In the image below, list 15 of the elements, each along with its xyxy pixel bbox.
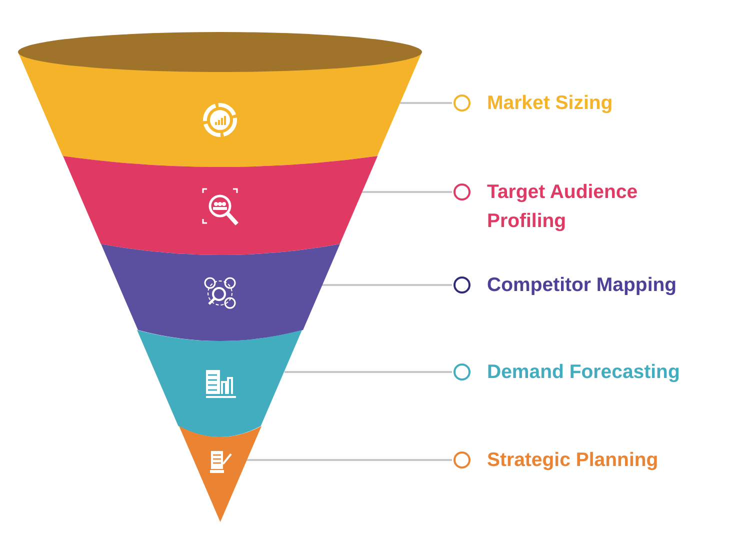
funnel-band [178,426,262,522]
stage-label: Demand Forecasting [487,360,681,385]
funnel-band [62,156,378,255]
leader-line [246,459,452,461]
leader-line [362,191,452,193]
leader-line [322,284,452,286]
stage-label: Target Audience Profiling [487,180,639,234]
funnel-band [18,32,422,167]
stage-label: Competitor Mapping [487,273,678,298]
stage-label: Strategic Planning [487,448,660,473]
leader-line [284,371,452,373]
stage-label: Market Sizing [487,91,614,116]
funnel-band [137,330,302,437]
funnel-band [100,244,340,341]
leader-line [400,102,452,104]
